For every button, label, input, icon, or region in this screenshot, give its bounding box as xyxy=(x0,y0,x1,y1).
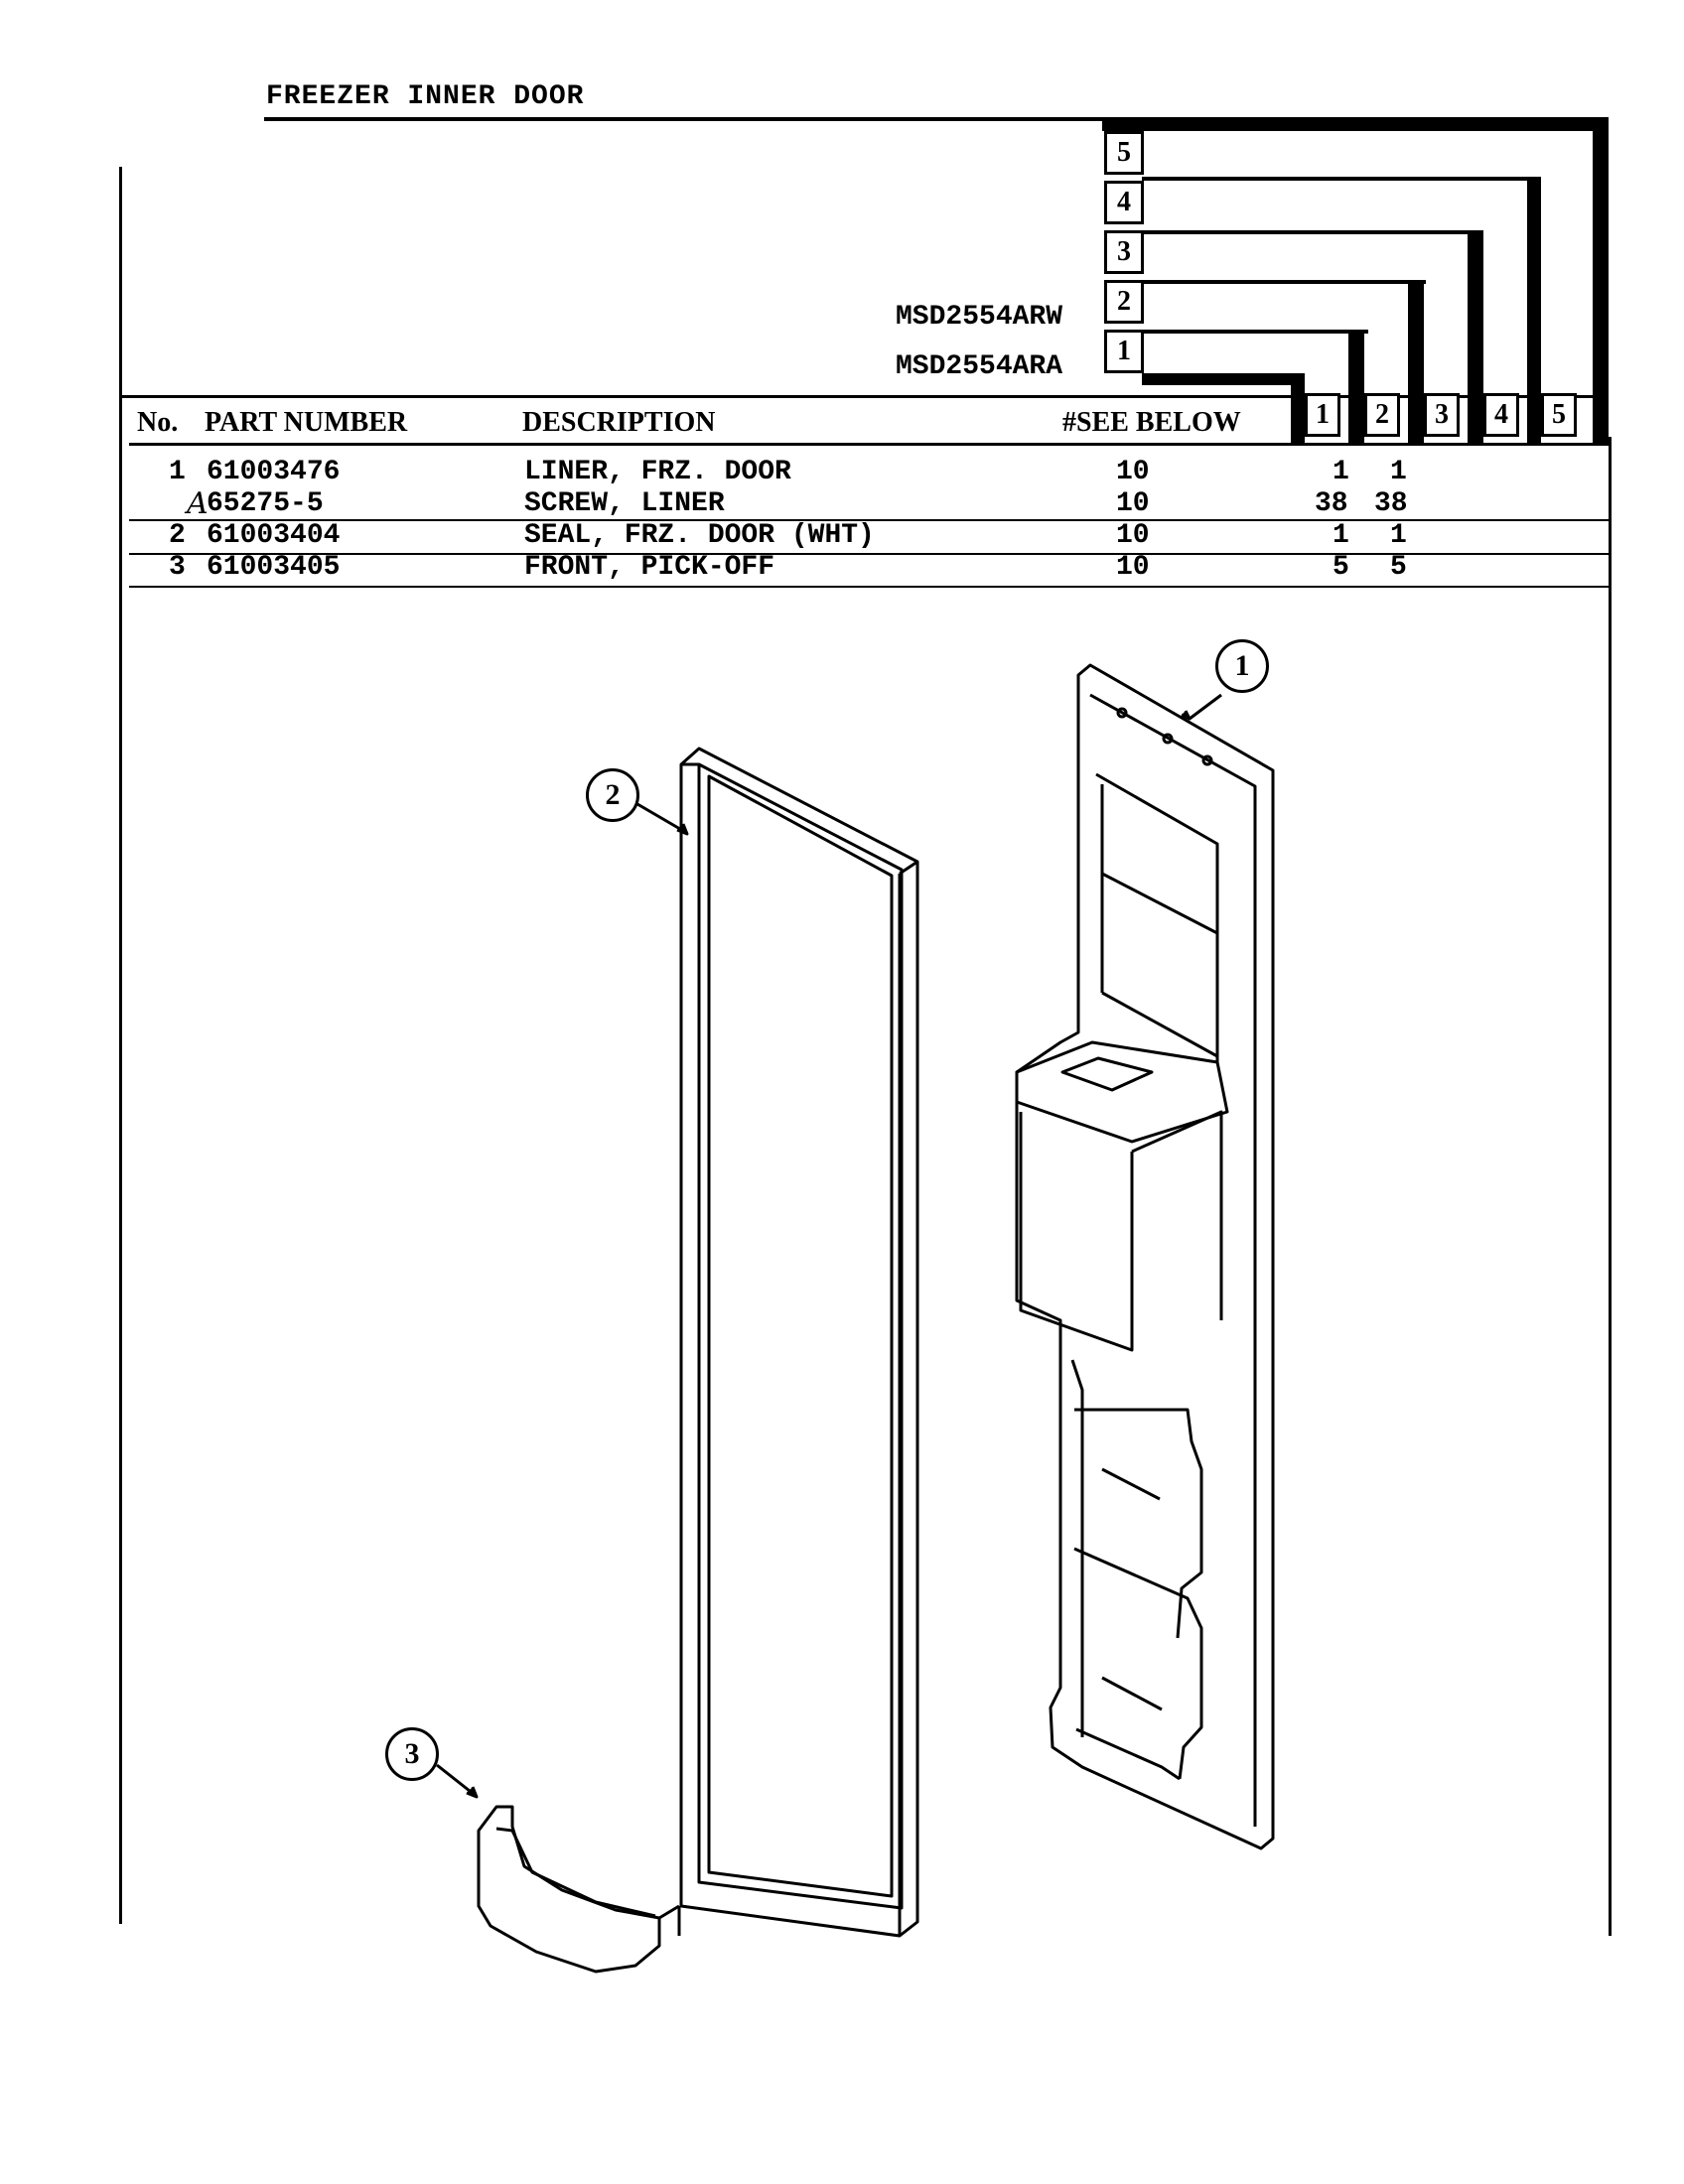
model-tab-4: 4 xyxy=(1104,181,1144,224)
bracket-5-side xyxy=(1593,117,1609,445)
row-description: LINER, FRZ. DOOR xyxy=(524,457,791,487)
row-no: 1 xyxy=(169,457,186,487)
header-part-number: PART NUMBER xyxy=(205,407,408,438)
column-number-3: 3 xyxy=(1424,393,1460,437)
callout-3: 3 xyxy=(385,1727,439,1781)
row-part-number: 65275-5 xyxy=(207,488,324,519)
bracket-1-side xyxy=(1348,330,1364,445)
row-qty-1: 1 xyxy=(1333,457,1349,487)
row-no: 3 xyxy=(169,552,186,583)
model-name-ara: MSD2554ARA xyxy=(896,351,1063,382)
header-bottom-rule xyxy=(129,443,1609,446)
row-rule-3 xyxy=(129,586,1609,588)
header-no: No. xyxy=(137,407,179,438)
model-tab-1: 1 xyxy=(1104,330,1144,373)
header-see-below: #SEE BELOW xyxy=(1062,407,1241,438)
title-rule xyxy=(264,117,1605,121)
bracket-1-top xyxy=(1142,330,1368,334)
row-see-below: 10 xyxy=(1116,488,1150,519)
row-description: SCREW, LINER xyxy=(524,488,725,519)
row-see-below: 10 xyxy=(1116,457,1150,487)
row-qty-1: 1 xyxy=(1333,520,1349,551)
callout-1: 1 xyxy=(1215,639,1269,693)
model-tab-3: 3 xyxy=(1104,230,1144,274)
bracket-5-top xyxy=(1102,117,1609,131)
row-qty-1: 5 xyxy=(1333,552,1349,583)
header-description: DESCRIPTION xyxy=(522,407,716,438)
callout-2: 2 xyxy=(586,768,639,822)
door-liner-drawing xyxy=(1015,663,1275,1850)
column-number-1: 1 xyxy=(1305,393,1340,437)
row-qty-2: 38 xyxy=(1374,488,1408,519)
row-no: 2 xyxy=(169,520,186,551)
row-part-number: 61003404 xyxy=(207,520,341,551)
row-description: SEAL, FRZ. DOOR (WHT) xyxy=(524,520,875,551)
column-number-2: 2 xyxy=(1364,393,1400,437)
page-title: FREEZER INNER DOOR xyxy=(266,81,585,112)
row-qty-1: 38 xyxy=(1315,488,1348,519)
header-top-rule xyxy=(119,395,1609,398)
bracket-3-top xyxy=(1142,230,1483,234)
model-name-arw: MSD2554ARW xyxy=(896,302,1063,333)
model-tab-5: 5 xyxy=(1104,131,1144,175)
row-no-handwritten: A xyxy=(187,486,209,521)
door-seal-drawing xyxy=(679,747,919,1938)
row-description: FRONT, PICK-OFF xyxy=(524,552,775,583)
row-qty-2: 1 xyxy=(1390,520,1407,551)
row-rule-2 xyxy=(129,553,1609,555)
model-tab-2: 2 xyxy=(1104,280,1144,324)
leader-arrows xyxy=(436,693,1222,1799)
bracket-2-top xyxy=(1142,280,1426,284)
frame-right-line xyxy=(1609,437,1612,1936)
bracket-0-top xyxy=(1142,373,1305,385)
bracket-3-side xyxy=(1468,230,1483,445)
row-qty-2: 1 xyxy=(1390,457,1407,487)
row-qty-2: 5 xyxy=(1390,552,1407,583)
row-part-number: 61003476 xyxy=(207,457,341,487)
row-see-below: 10 xyxy=(1116,520,1150,551)
row-see-below: 10 xyxy=(1116,552,1150,583)
column-number-5: 5 xyxy=(1541,393,1577,437)
bracket-4-side xyxy=(1527,177,1541,445)
column-number-4: 4 xyxy=(1483,393,1519,437)
row-part-number: 61003405 xyxy=(207,552,341,583)
bracket-2-side xyxy=(1408,280,1424,445)
bracket-4-top xyxy=(1142,177,1539,181)
frame-left-line xyxy=(119,167,122,1924)
bracket-0-side xyxy=(1291,373,1305,445)
row-rule-1 xyxy=(129,519,1609,521)
pick-off-front-drawing xyxy=(477,1805,681,1974)
